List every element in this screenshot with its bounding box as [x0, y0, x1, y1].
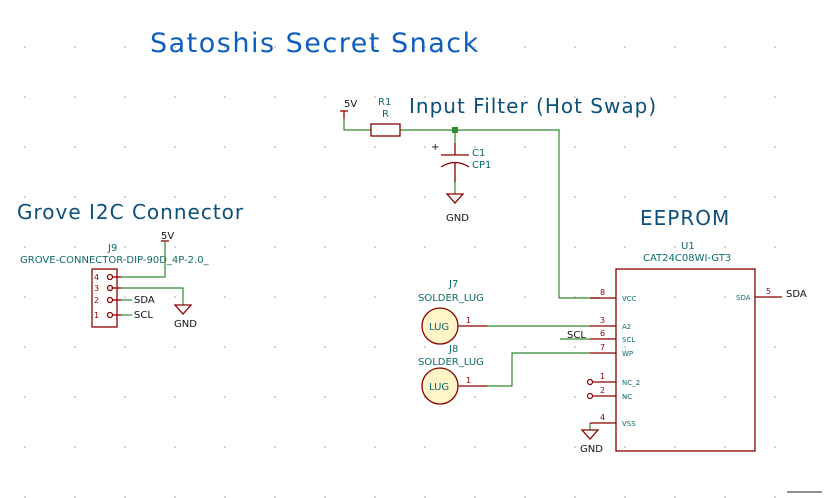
- r1-ref: R1: [378, 97, 391, 108]
- solder-lug-j8[interactable]: J8 SOLDER_LUG LUG 1: [418, 344, 487, 405]
- u1-ref: U1: [681, 241, 695, 252]
- u1-pin-number: 7: [600, 343, 605, 352]
- net-label-sda-grove: SDA: [134, 295, 155, 306]
- j9-ref: J9: [107, 243, 117, 254]
- c1-plus-sign: +: [431, 142, 439, 153]
- j8-value: SOLDER_LUG: [418, 357, 484, 368]
- u1-pin-name: VCC: [622, 295, 637, 303]
- note-grove-connector: Grove I2C Connector: [17, 200, 244, 224]
- net-label-scl-u1: SCL: [567, 330, 586, 341]
- gnd-symbol-grove: GND: [173, 304, 197, 330]
- j9-pin-number: 4: [94, 273, 99, 282]
- resistor-r1[interactable]: R1 R: [370, 97, 401, 137]
- wires-u1: [487, 325, 591, 430]
- u1-pin-number: 4: [600, 413, 605, 422]
- u1-pin-name: SDA: [736, 294, 751, 302]
- j9-pin-number: 2: [94, 296, 99, 305]
- background-grid: [24, 46, 776, 498]
- gnd-symbol-cap: GND: [445, 182, 469, 224]
- junction-dot: [452, 127, 458, 133]
- gnd-cap-label: GND: [446, 213, 469, 224]
- u1-pin-number: 1: [600, 372, 605, 381]
- five-v-power-symbol: 5V: [340, 99, 357, 119]
- j9-pin-4[interactable]: [106, 273, 114, 281]
- net-label-scl-grove: SCL: [134, 310, 153, 321]
- u1-value: CAT24C08WI-GT3: [643, 253, 731, 264]
- j9-pin-number: 1: [94, 311, 99, 320]
- j8-pin-number: 1: [466, 376, 471, 385]
- j8-ref: J8: [448, 344, 458, 355]
- gnd-symbol-u1: GND: [580, 429, 603, 455]
- j7-ref: J7: [448, 279, 458, 290]
- c1-value: CP1: [472, 160, 491, 171]
- wires-grove: [121, 241, 184, 316]
- solder-lug-j7[interactable]: J7 SOLDER_LUG LUG 1: [418, 279, 487, 345]
- sheet-title: Satoshis Secret Snack: [150, 28, 480, 59]
- five-v-power-symbol-grove: 5V: [161, 231, 174, 242]
- five-v-grove-label: 5V: [161, 231, 174, 242]
- connector-j9[interactable]: J9 GROVE-CONNECTOR-DIP-90D_4P-2.0_ 4 3 2 1: [20, 243, 210, 328]
- j7-lug-label: LUG: [429, 322, 449, 333]
- j7-value: SOLDER_LUG: [418, 293, 484, 304]
- j9-pin-1[interactable]: [106, 311, 114, 319]
- u1-pin-number: 3: [600, 316, 605, 325]
- c1-ref: C1: [472, 148, 485, 159]
- u1-pin-name: SCL: [622, 336, 635, 344]
- j9-pin-2[interactable]: [106, 296, 114, 304]
- u1-pin-name: A2: [622, 323, 631, 331]
- j8-lug-label: LUG: [429, 382, 449, 393]
- five-v-label: 5V: [344, 99, 357, 110]
- gnd-grove-label: GND: [174, 319, 197, 330]
- note-eeprom: EEPROM: [640, 206, 730, 230]
- j7-pin-number: 1: [466, 316, 471, 325]
- wires-input-filter: [343, 119, 600, 299]
- u1-pin-name: NC_2: [622, 379, 640, 387]
- u1-pin-name: NC: [622, 393, 632, 401]
- capacitor-c1[interactable]: + C1 CP1: [431, 142, 491, 182]
- note-input-filter: Input Filter (Hot Swap): [409, 94, 657, 118]
- gnd-u1-label: GND: [580, 444, 603, 455]
- u1-pin-number: 8: [600, 288, 605, 297]
- r1-value: R: [382, 109, 389, 120]
- u1-pin-name: VSS: [622, 420, 636, 428]
- j9-value: GROVE-CONNECTOR-DIP-90D_4P-2.0_: [20, 255, 210, 266]
- u1-pin-number: 6: [600, 329, 605, 338]
- u1-pin-number: 5: [766, 287, 771, 296]
- u1-pin-number: 2: [600, 386, 605, 395]
- j9-pin-number: 3: [94, 284, 99, 293]
- j9-pin-3[interactable]: [106, 284, 114, 292]
- u1-pin-name: WP: [622, 350, 633, 358]
- net-label-sda-u1: SDA: [786, 289, 807, 300]
